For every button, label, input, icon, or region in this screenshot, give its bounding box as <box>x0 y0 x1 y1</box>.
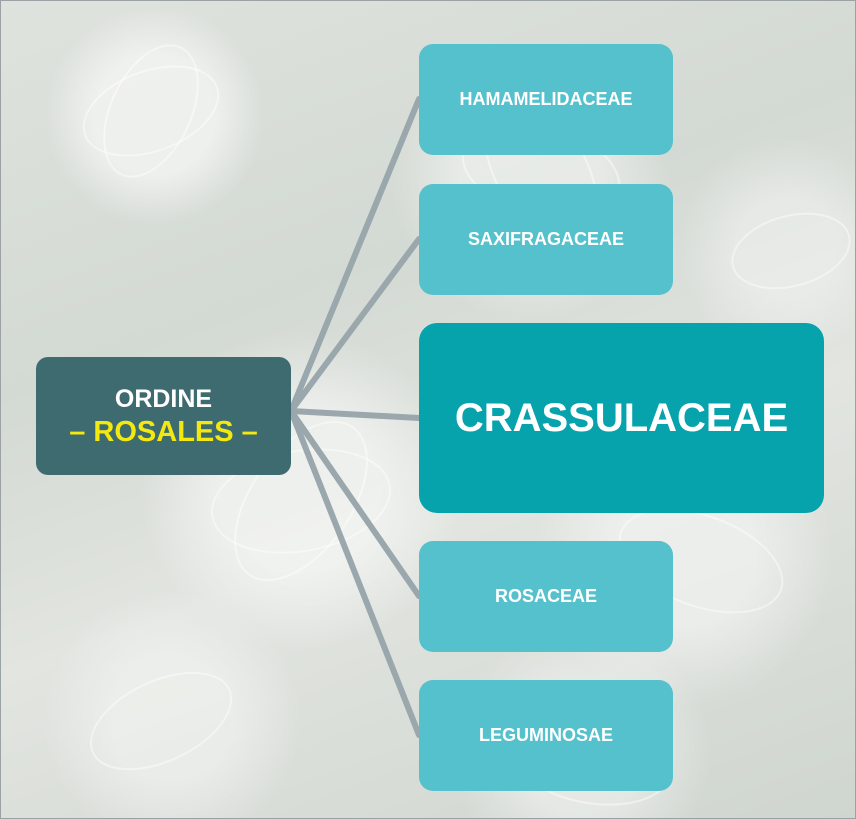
order-name: – ROSALES – <box>69 416 258 448</box>
family-label: ROSACEAE <box>494 586 597 606</box>
connector-leguminosae <box>288 408 422 738</box>
connector-rosaceae <box>288 408 422 599</box>
family-label: HAMAMELIDACEAE <box>459 89 633 109</box>
family-label: LEGUMINOSAE <box>478 725 613 745</box>
family-node-saxifragaceae: SAXIFRAGACEAE <box>419 184 673 295</box>
family-node-crassulaceae: CRASSULACEAE <box>419 323 824 513</box>
family-node-hamamelidaceae: HAMAMELIDACEAE <box>419 44 673 155</box>
family-label: CRASSULACEAE <box>454 395 789 440</box>
family-node-leguminosae: LEGUMINOSAE <box>419 680 673 791</box>
order-node-rosales: ORDINE – ROSALES – <box>36 357 291 475</box>
connector-saxifragaceae <box>288 236 422 414</box>
family-label: SAXIFRAGACEAE <box>467 229 624 249</box>
order-label: ORDINE <box>114 385 213 413</box>
family-node-rosaceae: ROSACEAE <box>419 541 673 652</box>
connector-hamamelidaceae <box>288 96 422 414</box>
connector-crassulaceae <box>288 408 422 421</box>
